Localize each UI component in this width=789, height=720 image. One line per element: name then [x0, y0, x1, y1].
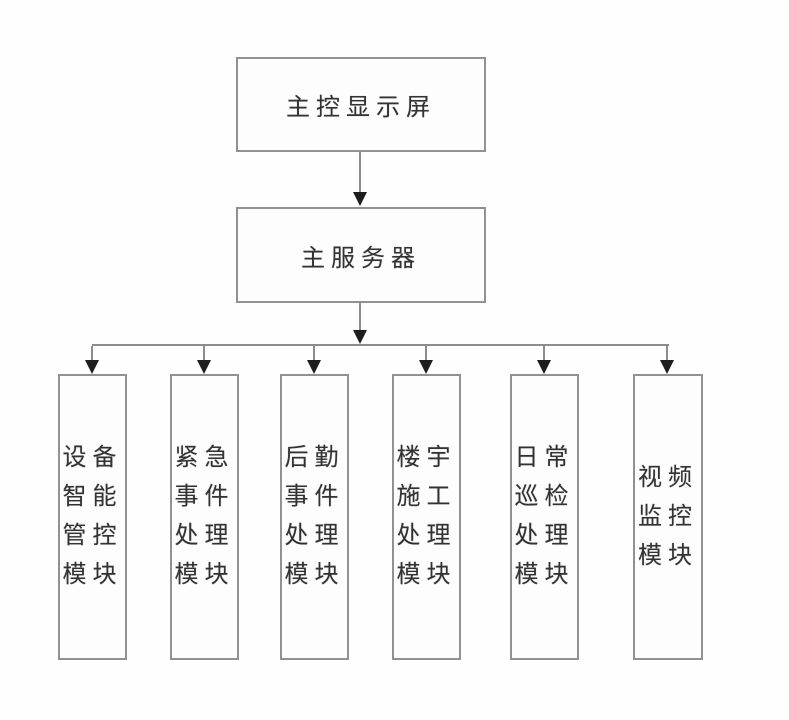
node-module-device-control: 设备智能管控模块 — [58, 374, 127, 660]
connector-bus-line — [92, 344, 669, 346]
connector-branch-6-line — [666, 346, 668, 360]
node-module-video-surveillance: 视频监控模块 — [633, 374, 703, 660]
node-module-daily-inspection-label: 日常巡检处理模块 — [514, 445, 575, 588]
node-module-building-construction: 楼宇施工处理模块 — [392, 374, 461, 660]
node-main-server: 主服务器 — [236, 207, 486, 303]
connector-branch-5-line — [543, 346, 545, 360]
arrowhead-icon — [537, 360, 551, 374]
node-module-building-construction-label: 楼宇施工处理模块 — [396, 445, 457, 588]
node-main-server-label: 主服务器 — [301, 245, 421, 272]
connector-branch-2-line — [203, 346, 205, 360]
node-module-device-control-label: 设备智能管控模块 — [62, 445, 123, 588]
node-module-emergency-events-label: 紧急事件处理模块 — [174, 445, 235, 588]
connector-branch-1-line — [91, 346, 93, 360]
arrowhead-icon — [353, 192, 367, 206]
node-module-daily-inspection: 日常巡检处理模块 — [510, 374, 579, 660]
node-main-display-label: 主控显示屏 — [286, 95, 436, 121]
connector-branch-3-line — [313, 346, 315, 360]
arrowhead-icon — [307, 360, 321, 374]
arrowhead-icon — [197, 360, 211, 374]
arrowhead-icon — [660, 360, 674, 374]
connector-branch-4-line — [425, 346, 427, 360]
node-module-video-surveillance-label: 视频监控模块 — [638, 464, 698, 569]
node-main-display: 主控显示屏 — [236, 57, 486, 152]
node-module-logistics-events-label: 后勤事件处理模块 — [284, 445, 345, 588]
node-module-emergency-events: 紧急事件处理模块 — [170, 374, 239, 660]
arrowhead-icon — [419, 360, 433, 374]
node-module-logistics-events: 后勤事件处理模块 — [280, 374, 349, 660]
arrowhead-icon — [85, 360, 99, 374]
connector-root-to-server-line — [359, 152, 361, 194]
arrowhead-icon — [353, 330, 367, 344]
connector-server-to-bus-line — [359, 303, 361, 331]
